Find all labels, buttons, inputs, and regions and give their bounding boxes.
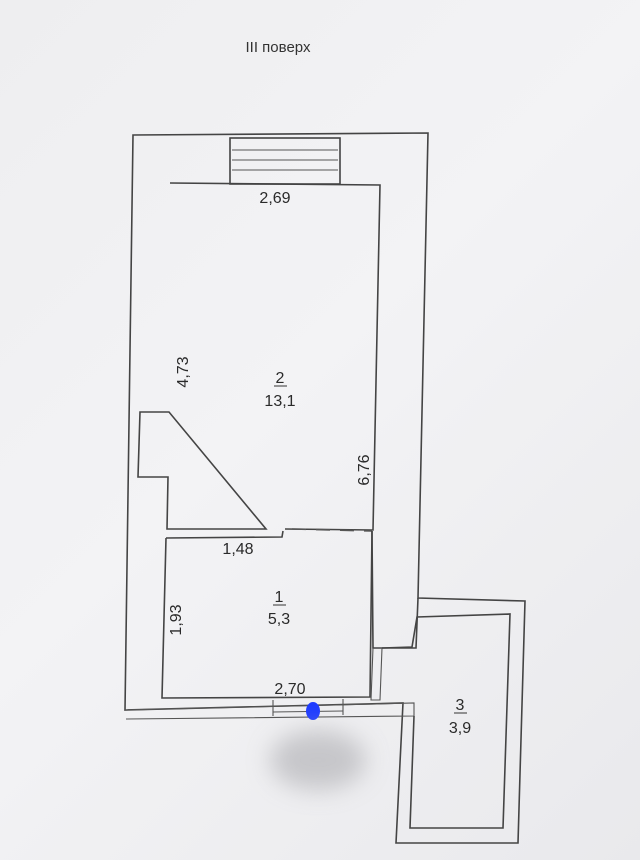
room-2-number: 2 (276, 370, 285, 387)
location-marker[interactable] (306, 702, 320, 720)
dim-room1-left-wall: 1,93 (168, 604, 185, 635)
floor-title: III поверх (246, 39, 311, 56)
dim-room2-right-wall: 6,76 (356, 454, 373, 485)
room-3-number: 3 (456, 697, 465, 714)
dim-room1-bottom-wall: 2,70 (274, 681, 305, 698)
room-3-area: 3,9 (449, 720, 471, 737)
smudge (270, 730, 366, 790)
room-1-number: 1 (275, 589, 284, 606)
room-2-area: 13,1 (264, 393, 295, 410)
dim-room1-top-wall: 1,48 (222, 541, 253, 558)
dim-room2-width: 2,69 (259, 190, 290, 207)
dim-room2-left-wall: 4,73 (175, 356, 192, 387)
room-2-label: 2 13,1 (264, 370, 295, 410)
wall-column-lower (370, 647, 383, 701)
room-3-label: 3 3,9 (449, 697, 471, 737)
room-1-area: 5,3 (268, 611, 290, 628)
room-3-outline (381, 613, 511, 829)
bottom-wall-strip (124, 702, 415, 720)
room-1-label: 1 5,3 (268, 589, 290, 628)
room-1-outline (161, 530, 373, 699)
wall-column (371, 530, 419, 649)
passage-dashed-line (291, 528, 373, 532)
balcony-window (229, 137, 341, 185)
